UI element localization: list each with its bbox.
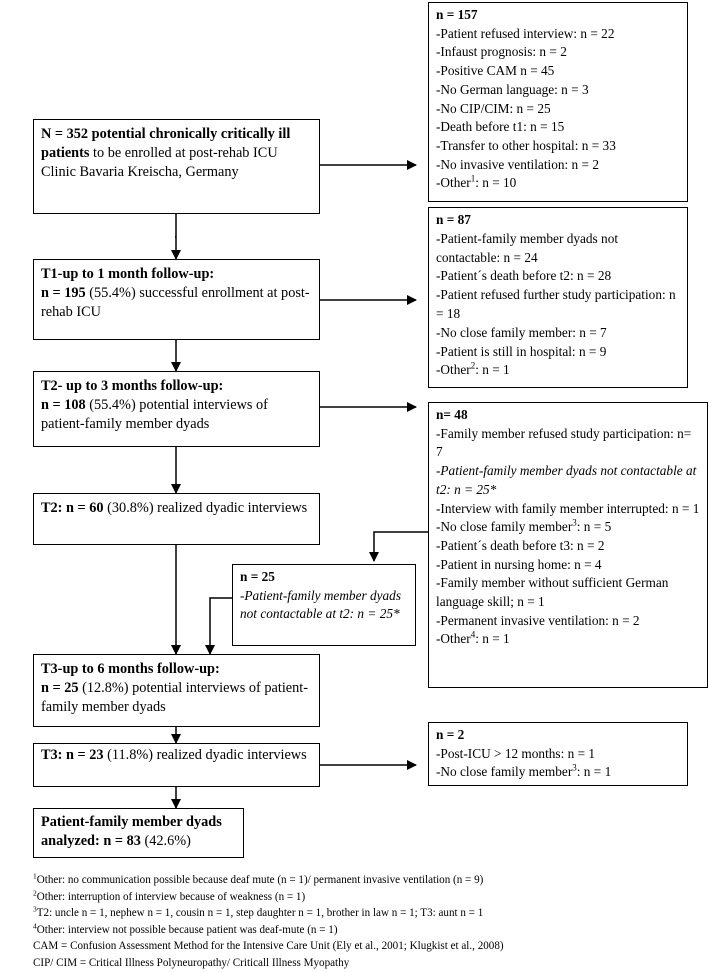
- exclusion-item-other: -Other2: n = 1: [436, 361, 680, 380]
- exclusion-box-t3: n = 2 -Post-ICU > 12 months: n = 1 -No c…: [428, 722, 688, 786]
- t3-realized-description: (11.8%) realized dyadic interviews: [103, 747, 307, 763]
- t3-count: n = 25: [41, 680, 79, 696]
- t2-realized-box: T2: n = 60 (30.8%) realized dyadic inter…: [33, 493, 320, 545]
- item-value: : n = 1: [576, 764, 612, 779]
- other-label: -Other: [436, 362, 471, 378]
- exclusion-4-header: n = 2: [436, 727, 465, 742]
- t3-percent: (12.8%): [78, 680, 129, 696]
- exclusion-1-header: n = 157: [436, 7, 478, 22]
- exclusion-item: -Death before t1: n = 15: [436, 119, 565, 135]
- t1-description: successful enrollment at post-rehab ICU: [41, 285, 310, 320]
- footnote-ref: 2: [470, 360, 476, 371]
- exclusion-item-other: -Other4: n = 1: [436, 630, 700, 649]
- exclusion-item: -Positive CAM n = 45: [436, 63, 555, 79]
- analyzed-count: n = 83: [99, 833, 141, 849]
- footnote-cam: CAM = Confusion Assessment Method for th…: [33, 940, 504, 952]
- exclusion-item-other: -Other1: n = 10: [436, 174, 680, 193]
- footnote-ref: 4: [470, 630, 476, 641]
- footnote-text: T2: uncle n = 1, nephew n = 1, cousin n …: [36, 907, 484, 919]
- footnotes: 1Other: no communication possible becaus…: [33, 872, 705, 971]
- t1-count: n = 195: [41, 285, 86, 301]
- item-label: -No close family member: [436, 764, 573, 779]
- exclusion-item: -Patient´s death before t2: n = 28: [436, 268, 612, 284]
- t2-heading: T2- up to 3 months follow-up:: [41, 378, 224, 394]
- exclusion-2-header: n = 87: [436, 212, 471, 227]
- exclusion-item: -Patient refused further study participa…: [436, 287, 676, 321]
- analyzed-percent: (42.6%): [140, 833, 191, 849]
- footnote-ref: 1: [470, 173, 476, 184]
- exclusion-item: -Patient is still in hospital: n = 9: [436, 343, 607, 359]
- t2-realized-count: T2: n = 60: [41, 500, 104, 516]
- other-value: : n = 10: [475, 175, 517, 191]
- exclusion-item: -Patient in nursing home: n = 4: [436, 556, 602, 572]
- exclusion-item: -Family member without sufficient German…: [436, 575, 669, 610]
- footnote-2: 2Other: interruption of interview becaus…: [33, 889, 705, 906]
- t3-description: potential interviews of patient-family m…: [41, 680, 309, 715]
- item-value: : n = 5: [576, 519, 612, 535]
- t3-realized-box: T3: n = 23 (11.8%) realized dyadic inter…: [33, 743, 320, 787]
- item-label: -No close family member: [436, 519, 573, 535]
- exclusion-item: -No close family member3: n = 5: [436, 518, 700, 537]
- exclusion-item: -No close family member3: n = 1: [436, 763, 680, 782]
- exclusion-item: -No invasive ventilation: n = 2: [436, 156, 599, 172]
- t1-heading: T1-up to 1 month follow-up:: [41, 266, 215, 282]
- footnote-4: 4Other: interview not possible because p…: [33, 922, 705, 939]
- footnote-text: Other: interview not possible because pa…: [36, 923, 338, 936]
- arrow-ex3-to-readded: [369, 531, 428, 562]
- start-description: to be enrolled at post-rehab ICU Clinic …: [41, 145, 278, 180]
- exclusion-item: -Transfer to other hospital: n = 33: [436, 137, 616, 153]
- footnote-ref: 3: [572, 517, 577, 528]
- t2-percent: (55.4%): [85, 397, 136, 413]
- analyzed-box: Patient-family member dyads analyzed: n …: [33, 808, 244, 858]
- exclusion-item: -Patient refused interview: n = 22: [436, 25, 615, 41]
- exclusion-item: -Permanent invasive ventilation: n = 2: [436, 612, 640, 628]
- readded-header: n = 25: [240, 569, 275, 584]
- exclusion-item: -Patient-family member dyads not contact…: [436, 230, 619, 265]
- footnote-text: Other: interruption of interview because…: [36, 890, 306, 903]
- footnote-marker: 4: [33, 920, 37, 930]
- footnote-marker: 2: [33, 887, 37, 897]
- exclusion-box-enrollment: n = 157 -Patient refused interview: n = …: [428, 2, 688, 202]
- footnote-1: 1Other: no communication possible becaus…: [33, 872, 705, 889]
- exclusion-item: -Patient´s death before t3: n = 2: [436, 537, 605, 553]
- exclusion-item: -No German language: n = 3: [436, 81, 589, 97]
- t3-heading: T3-up to 6 months follow-up:: [41, 661, 220, 677]
- other-label: -Other: [436, 175, 471, 191]
- other-value: : n = 1: [475, 362, 510, 378]
- start-box: N = 352 potential chronically critically…: [33, 119, 320, 214]
- analyzed-label: Patient-family member dyads analyzed:: [41, 814, 222, 849]
- arrow-readded-to-t3: [205, 597, 232, 655]
- t3-box: T3-up to 6 months follow-up: n = 25 (12.…: [33, 654, 320, 727]
- footnote-marker: 3: [33, 904, 37, 914]
- footnote-cip-cim: CIP/ CIM = Critical Illness Polyneuropat…: [33, 956, 350, 969]
- readded-text: -Patient-family member dyads not contact…: [240, 587, 401, 622]
- exclusion-item: -Family member refused study participati…: [436, 425, 692, 460]
- t2-description: potential interviews of patient-family m…: [41, 397, 268, 432]
- t2-box: T2- up to 3 months follow-up: n = 108 (5…: [33, 371, 320, 447]
- footnote-marker: 1: [33, 871, 37, 881]
- footnote-text: Other: no communication possible because…: [36, 874, 484, 886]
- exclusion-box-t2: n= 48 -Family member refused study parti…: [428, 402, 708, 688]
- readded-box: n = 25 -Patient-family member dyads not …: [232, 564, 416, 646]
- t1-box: T1-up to 1 month follow-up: n = 195 (55.…: [33, 259, 320, 340]
- t1-percent: (55.4%): [85, 285, 136, 301]
- exclusion-3-header: n= 48: [436, 407, 468, 422]
- other-value: : n = 1: [475, 631, 510, 647]
- exclusion-item: -Interview with family member interrupte…: [436, 500, 700, 516]
- t3-realized-count: T3: n = 23: [41, 747, 104, 763]
- exclusion-item: -No CIP/CIM: n = 25: [436, 100, 551, 116]
- exclusion-item: -Post-ICU > 12 months: n = 1: [436, 745, 596, 761]
- exclusion-item: -No close family member: n = 7: [436, 324, 607, 340]
- footnote-ref: 3: [572, 762, 577, 773]
- footnote-3: 3T2: uncle n = 1, nephew n = 1, cousin n…: [33, 905, 705, 922]
- t2-count: n = 108: [41, 397, 86, 413]
- start-count: N = 352 potential chronically critically…: [41, 126, 291, 161]
- other-label: -Other: [436, 631, 471, 647]
- exclusion-item-not-contactable: -Patient-family member dyads not contact…: [436, 463, 697, 497]
- t2-realized-description: (30.8%) realized dyadic interviews: [103, 500, 308, 516]
- exclusion-item: -Infaust prognosis: n = 2: [436, 44, 567, 60]
- exclusion-box-t1: n = 87 -Patient-family member dyads not …: [428, 207, 688, 388]
